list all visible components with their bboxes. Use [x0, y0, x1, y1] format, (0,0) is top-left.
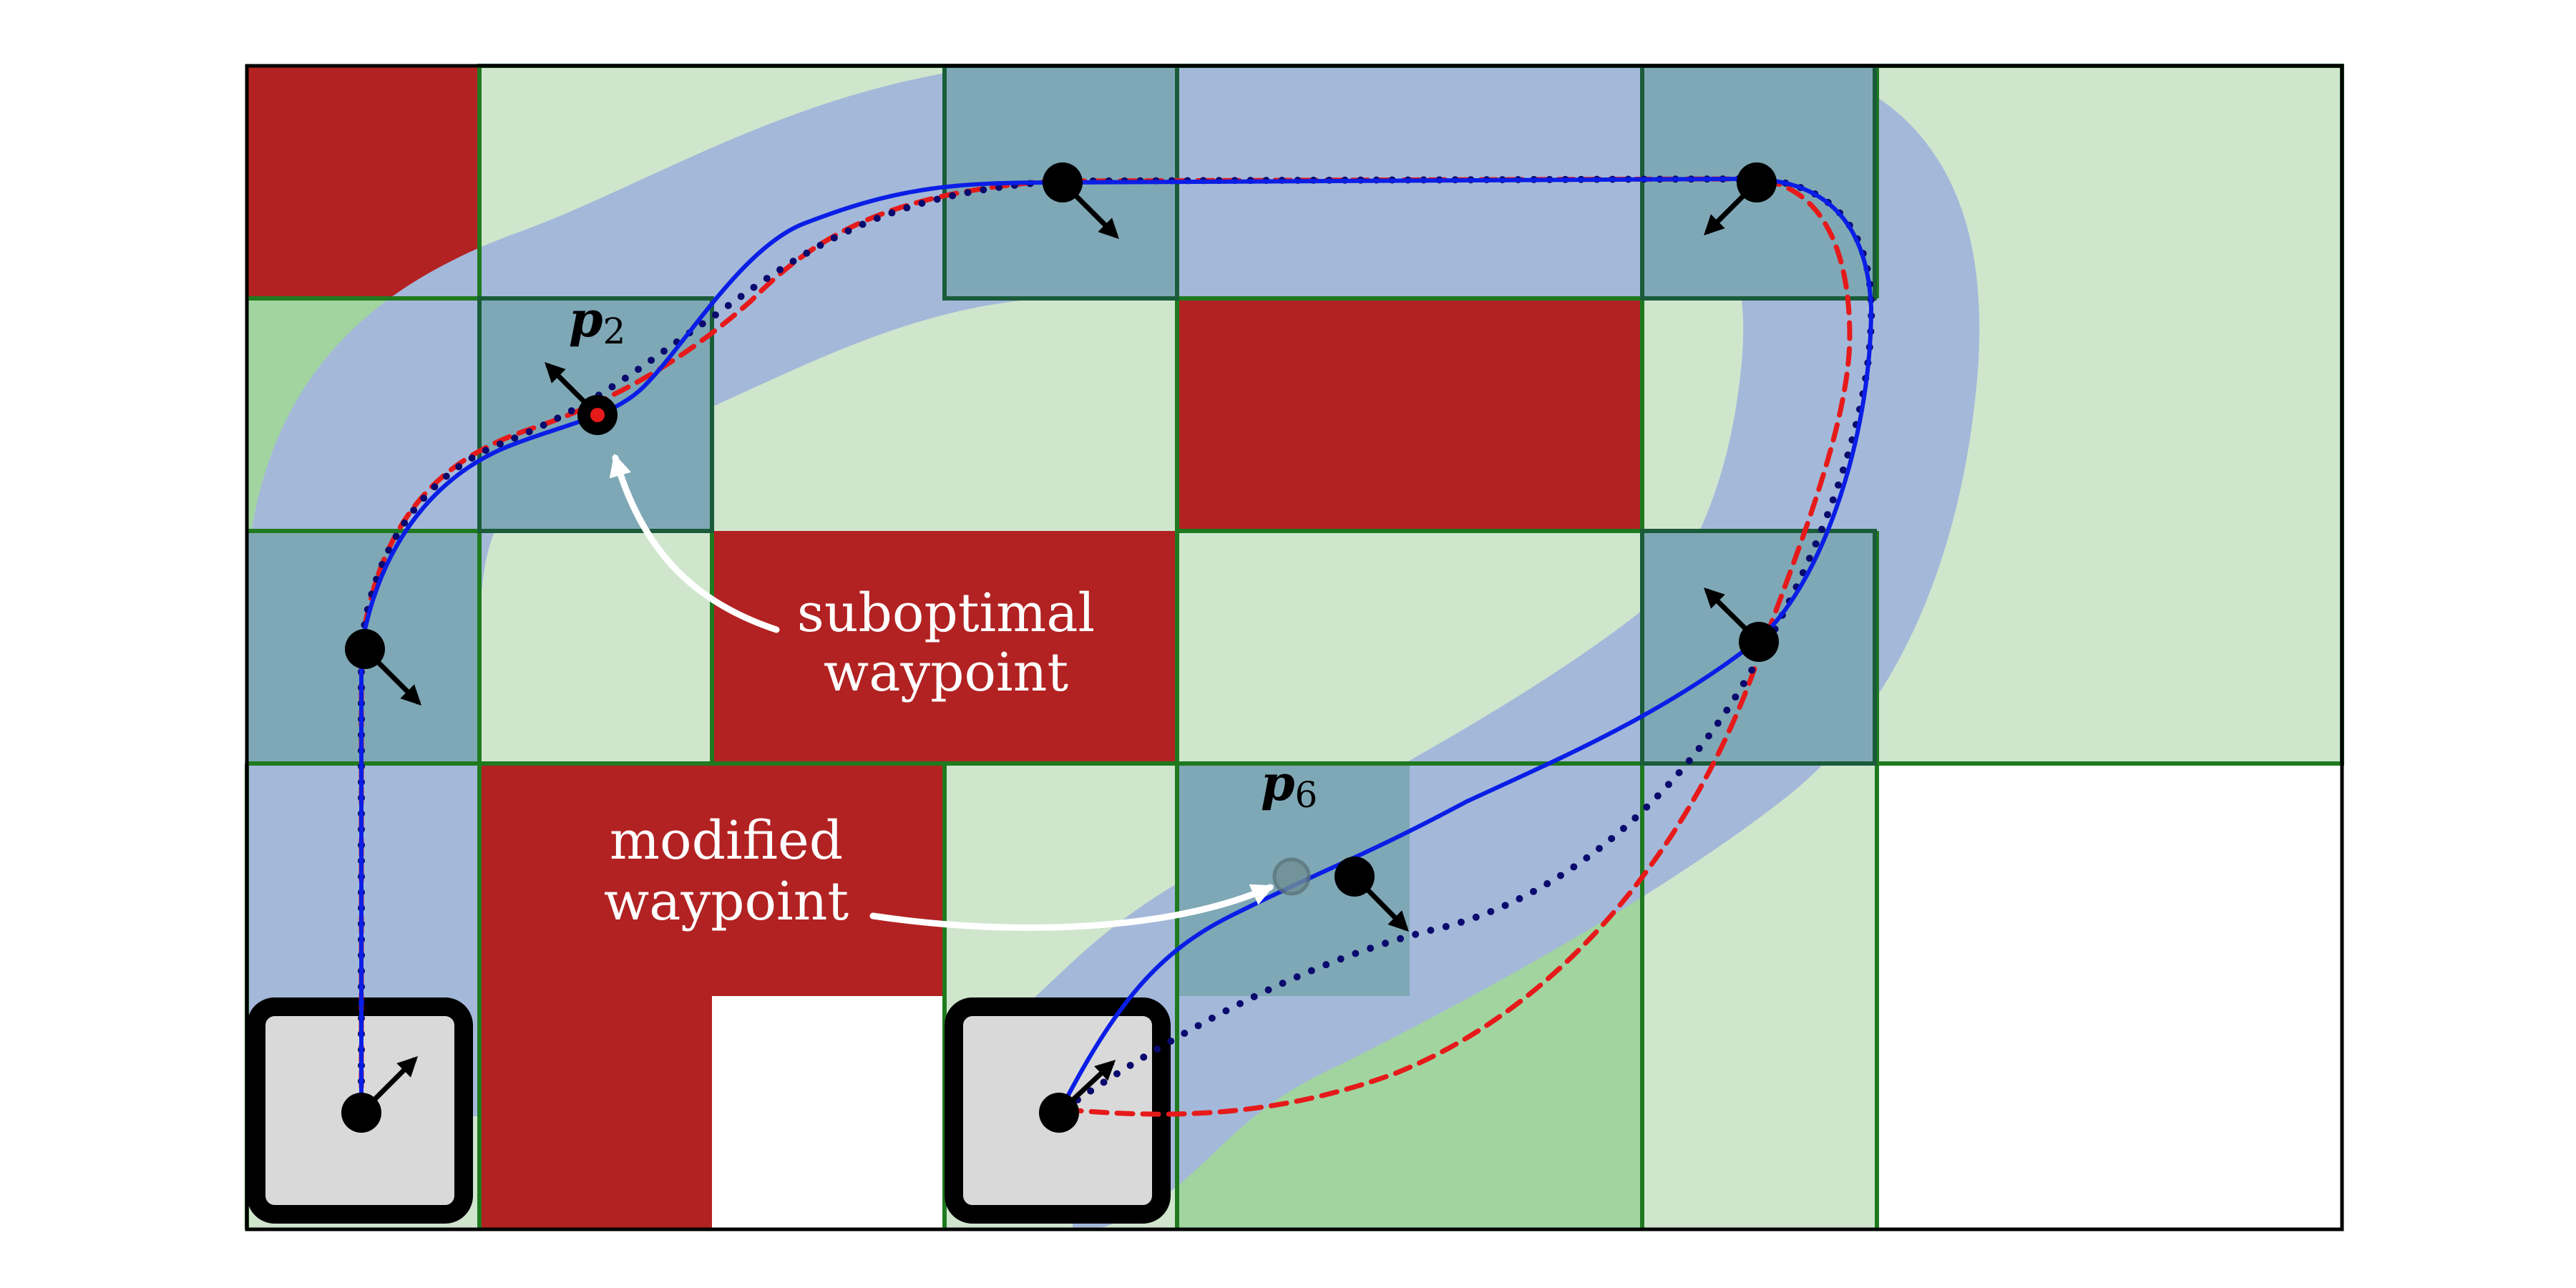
- waypoint-p6-modified: [1335, 857, 1409, 932]
- waypoint-end-center: [1039, 1060, 1116, 1133]
- free-cell-white-gap: [712, 996, 945, 1229]
- waypoint-p5: [1704, 587, 1779, 662]
- waypoints: [341, 162, 1779, 1133]
- obstacles: [247, 66, 1642, 1229]
- modified-arrow: [869, 884, 1274, 931]
- waypoint-p2: [545, 362, 618, 435]
- waypoint-p1: [345, 629, 421, 706]
- modified-waypoint-label-line2: waypoint: [604, 871, 849, 932]
- obstacle-center-left: [479, 531, 1177, 1229]
- suboptimal-arrow: [609, 453, 780, 633]
- suboptimal-waypoint-label-line2: waypoint: [824, 642, 1069, 703]
- waypoint-p6-original: [1272, 857, 1311, 896]
- waypoint-p4: [1704, 162, 1777, 235]
- callout-arrows: [609, 453, 1274, 931]
- obstacle-top-left: [247, 66, 479, 298]
- p6-label: p6: [1261, 755, 1317, 816]
- modified-waypoint-label-line1: modified: [610, 810, 843, 872]
- waypoint-p3: [1043, 162, 1119, 239]
- map-border: [245, 64, 2344, 1231]
- free-cell-white-right: [1877, 763, 2342, 1229]
- p2-label: p2: [569, 291, 625, 352]
- waypoint-start-left: [341, 1056, 418, 1133]
- dashed-trajectory: [358, 176, 1853, 1117]
- labels: p2 p6 suboptimal waypoint modified waypo…: [569, 291, 1317, 932]
- obstacle-center-top: [1177, 298, 1642, 531]
- suboptimal-waypoint-label-line1: suboptimal: [797, 582, 1095, 644]
